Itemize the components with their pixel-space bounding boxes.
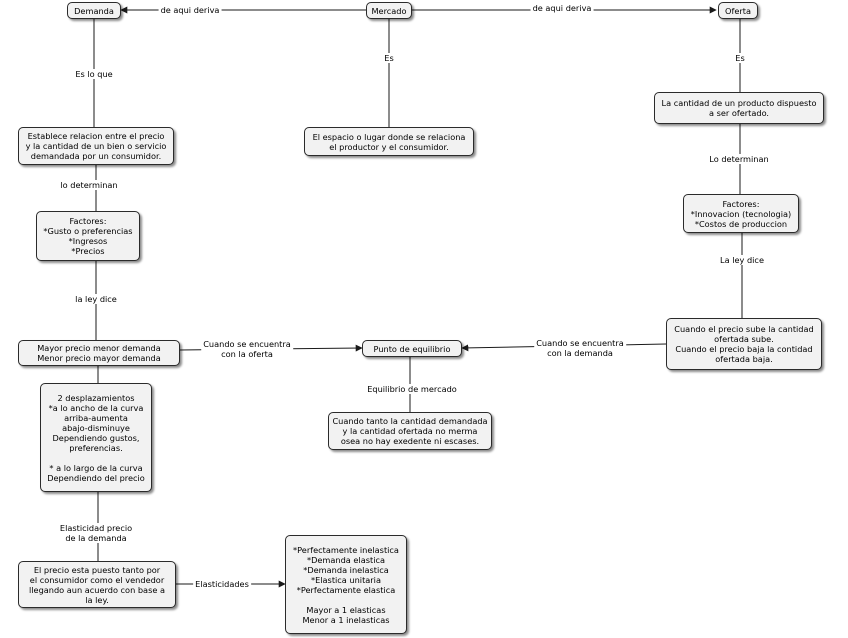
label-es-oferta: Es xyxy=(733,53,747,63)
node-factores-demanda[interactable]: Factores: *Gusto o preferencias *Ingreso… xyxy=(36,211,140,261)
label-es-mercado: Es xyxy=(382,53,396,63)
label-es-lo-que: Es lo que xyxy=(73,69,115,79)
label-ley-dice-oferta: La ley dice xyxy=(718,255,766,265)
node-desplazamientos[interactable]: 2 desplazamientos *a lo ancho de la curv… xyxy=(40,383,152,492)
label-equilibrio-mercado: Equilibrio de mercado xyxy=(365,384,459,394)
node-elasticidades-lista[interactable]: *Perfectamente inelastica *Demanda elast… xyxy=(285,535,407,634)
node-equilibrio-definicion[interactable]: Cuando tanto la cantidad demandada y la … xyxy=(328,412,492,450)
label-elasticidades: Elasticidades xyxy=(193,579,251,589)
label-lo-determinan-oferta: Lo determinan xyxy=(707,154,771,164)
label-deriva-oferta: de aqui deriva xyxy=(530,3,594,13)
node-ley-oferta[interactable]: Cuando el precio sube la cantidad oferta… xyxy=(666,318,822,370)
label-encuentra-oferta: Cuando se encuentra con la oferta xyxy=(201,339,293,359)
node-demanda-definicion[interactable]: Establece relacion entre el precio y la … xyxy=(18,127,174,165)
node-oferta[interactable]: Oferta xyxy=(718,2,758,19)
label-encuentra-demanda: Cuando se encuentra con la demanda xyxy=(534,338,626,358)
node-demanda[interactable]: Demanda xyxy=(67,2,121,19)
label-elasticidad-precio: Elasticidad precio de la demanda xyxy=(57,523,135,543)
node-mercado-definicion[interactable]: El espacio o lugar donde se relaciona el… xyxy=(304,127,474,156)
node-ley-demanda[interactable]: Mayor precio menor demanda Menor precio … xyxy=(18,340,180,366)
node-punto-equilibrio[interactable]: Punto de equilibrio xyxy=(362,340,462,357)
label-lo-determinan-demanda: lo determinan xyxy=(58,180,120,190)
label-deriva-demanda: de aqui deriva xyxy=(158,5,222,15)
node-mercado[interactable]: Mercado xyxy=(366,2,412,19)
label-ley-dice-demanda: la ley dice xyxy=(73,294,119,304)
node-elasticidad-definicion[interactable]: El precio esta puesto tanto por el consu… xyxy=(18,561,176,608)
node-oferta-definicion[interactable]: La cantidad de un producto dispuesto a s… xyxy=(654,92,824,124)
node-factores-oferta[interactable]: Factores: *Innovacion (tecnologia) *Cost… xyxy=(683,194,799,233)
